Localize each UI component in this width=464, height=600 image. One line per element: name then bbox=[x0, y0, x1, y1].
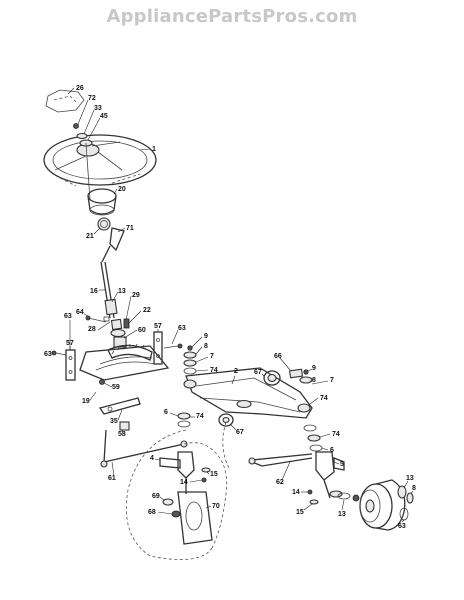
callout-64: 64 bbox=[76, 309, 84, 316]
steering-bellows-part bbox=[87, 188, 117, 216]
callout-74b: 74 bbox=[196, 413, 204, 420]
callout-59: 59 bbox=[112, 384, 120, 391]
spring-and-shaft-upper-parts bbox=[97, 217, 125, 252]
callout-68: 68 bbox=[148, 509, 156, 516]
callout-8a: 8 bbox=[204, 343, 208, 350]
callout-8b: 8 bbox=[312, 377, 316, 384]
callout-70: 70 bbox=[212, 503, 220, 510]
callout-33: 33 bbox=[94, 105, 102, 112]
left-bracket-part bbox=[51, 349, 76, 381]
callout-62: 62 bbox=[276, 479, 284, 486]
callout-14a: 14 bbox=[180, 479, 188, 486]
callout-58: 58 bbox=[118, 431, 126, 438]
bushing-58-part bbox=[119, 421, 130, 431]
axle-pivot-parts bbox=[218, 368, 304, 427]
callout-13b: 13 bbox=[338, 511, 346, 518]
callout-7b: 7 bbox=[330, 377, 334, 384]
steering-wheel-part bbox=[43, 134, 157, 187]
callout-21: 21 bbox=[86, 233, 94, 240]
callout-60: 60 bbox=[138, 327, 146, 334]
callout-63a: 63 bbox=[64, 313, 72, 320]
callout-69: 69 bbox=[152, 493, 160, 500]
callout-72: 72 bbox=[88, 95, 96, 102]
callout-67a: 67 bbox=[236, 429, 244, 436]
callout-66: 66 bbox=[274, 353, 282, 360]
callout-4: 4 bbox=[150, 455, 154, 462]
callout-20: 20 bbox=[118, 186, 126, 193]
right-bracket-part bbox=[153, 331, 183, 365]
callout-22: 22 bbox=[143, 307, 151, 314]
right-axle-hardware-parts bbox=[299, 369, 323, 452]
left-spindle-hardware-parts bbox=[162, 467, 211, 518]
callout-63b: 63 bbox=[178, 325, 186, 332]
callout-13c: 13 bbox=[406, 475, 414, 482]
callout-57b: 57 bbox=[66, 340, 74, 347]
callout-57a: 57 bbox=[154, 323, 162, 330]
callout-74a: 74 bbox=[210, 367, 218, 374]
callout-8c: 8 bbox=[412, 485, 416, 492]
callout-74d: 74 bbox=[332, 431, 340, 438]
callout-26: 26 bbox=[76, 85, 84, 92]
right-front-wheel-part bbox=[359, 479, 406, 531]
left-spindle-part bbox=[159, 451, 195, 494]
callout-15a: 15 bbox=[210, 471, 218, 478]
steering-plate-part bbox=[79, 345, 170, 385]
callout-63c: 63 bbox=[44, 351, 52, 358]
pivot-link-part bbox=[98, 397, 141, 415]
callout-29: 29 bbox=[132, 292, 140, 299]
drag-link-dashed-path bbox=[125, 421, 231, 560]
callout-19: 19 bbox=[82, 398, 90, 405]
tie-rod-part bbox=[248, 453, 313, 467]
bolt-64-part bbox=[85, 315, 107, 323]
callout-67b: 67 bbox=[254, 369, 262, 376]
watermark: AppliancePartsPros.com bbox=[106, 6, 358, 27]
callout-7a: 7 bbox=[210, 353, 214, 360]
callout-13a: 13 bbox=[118, 288, 126, 295]
sector-gear-part bbox=[107, 343, 153, 361]
left-wheel-hub-part bbox=[177, 491, 213, 545]
callout-9a: 9 bbox=[204, 333, 208, 340]
drag-link-part bbox=[100, 429, 188, 468]
callout-28: 28 bbox=[88, 326, 96, 333]
callout-9b: 9 bbox=[312, 365, 316, 372]
right-spindle-part bbox=[315, 451, 345, 499]
callout-14b: 14 bbox=[292, 489, 300, 496]
callout-16: 16 bbox=[90, 288, 98, 295]
callout-45: 45 bbox=[100, 113, 108, 120]
callout-labels: 26 72 33 45 1 20 21 71 16 13 29 22 2 bbox=[44, 85, 416, 530]
right-spindle-hardware-parts bbox=[307, 489, 351, 505]
callout-6b: 6 bbox=[330, 447, 334, 454]
callout-83: 63 bbox=[398, 523, 406, 530]
callout-1: 1 bbox=[152, 146, 156, 153]
callout-6a: 6 bbox=[164, 409, 168, 416]
callout-5: 5 bbox=[340, 461, 344, 468]
callout-74c: 74 bbox=[320, 395, 328, 402]
callout-71: 71 bbox=[126, 225, 134, 232]
steering-insert-part bbox=[45, 89, 85, 113]
steering-hardware-parts bbox=[73, 123, 93, 201]
callout-2: 2 bbox=[234, 368, 238, 375]
callout-61: 61 bbox=[108, 475, 116, 482]
callout-35: 35 bbox=[110, 418, 118, 425]
callout-15b: 15 bbox=[296, 509, 304, 516]
